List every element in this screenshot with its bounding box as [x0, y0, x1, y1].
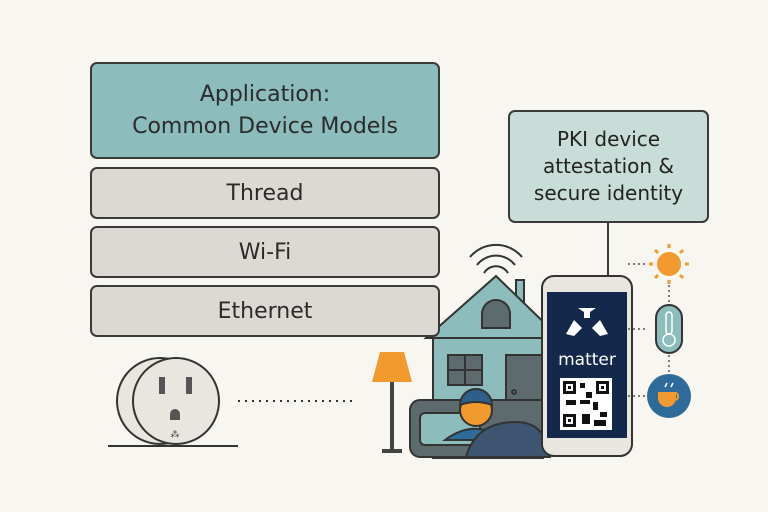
matter-brand: matter [558, 350, 616, 370]
ethernet-label: Ethernet [217, 298, 313, 324]
application-layer: Application: Common Device Models [90, 62, 440, 159]
sun-icon [649, 244, 689, 284]
application-subtitle: Common Device Models [132, 113, 398, 139]
sleeping-person-icon [409, 388, 552, 458]
matter-logo-icon [566, 308, 608, 336]
thread-layer: Thread [90, 167, 440, 219]
application-title: Application: [199, 81, 331, 107]
pki-line-1: PKI device [556, 127, 661, 151]
ethernet-layer: Ethernet [90, 285, 440, 337]
pki-box: PKI device attestation & secure identity [508, 110, 709, 223]
lamp-icon [372, 352, 412, 453]
smart-plug-icon: ⁂ [108, 357, 238, 447]
wifi-label: Wi-Fi [238, 239, 292, 265]
pki-line-3: secure identity [533, 181, 684, 205]
wifi-signal-icon [469, 243, 523, 274]
phone-icon [541, 275, 633, 457]
coffee-cup-icon [647, 374, 691, 418]
svg-text:⁂: ⁂ [171, 429, 180, 440]
pki-line-2: attestation & [542, 154, 675, 178]
wifi-layer: Wi-Fi [90, 226, 440, 278]
qr-code [560, 378, 612, 430]
thermometer-icon [655, 304, 683, 354]
thread-label: Thread [226, 180, 304, 206]
